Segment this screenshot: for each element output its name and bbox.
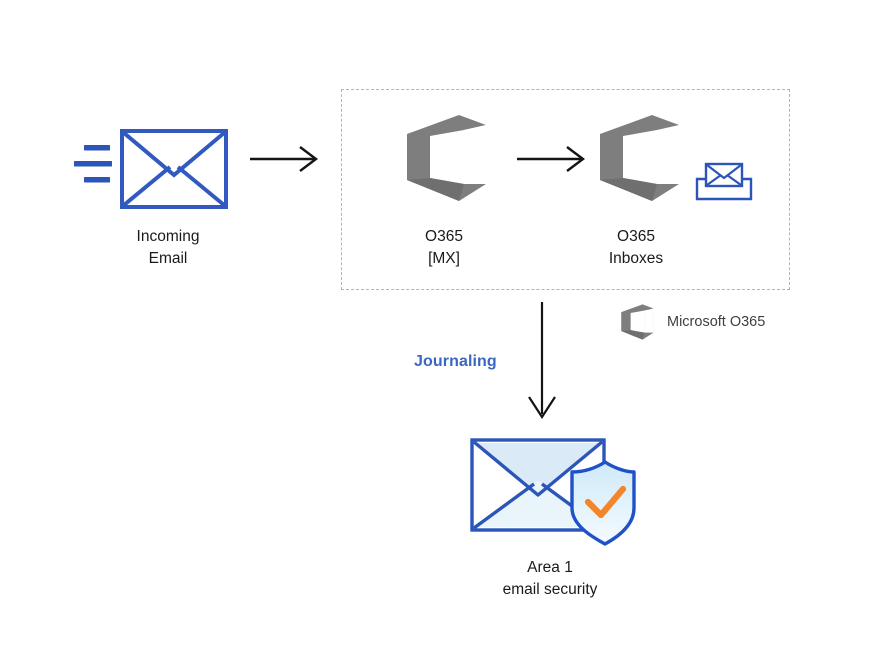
o365-page-shape: [623, 130, 657, 184]
area1-label: Area 1 email security: [502, 559, 598, 598]
shield-shape: [570, 460, 636, 546]
o365-inboxes-label: O365 Inboxes: [608, 228, 664, 267]
arrow-right-icon: [250, 146, 318, 172]
o365-mx-node: [404, 112, 492, 204]
office-365-logo-icon: [600, 115, 679, 201]
tray-envelope-flap: [706, 164, 742, 180]
o365-fold: [657, 125, 679, 184]
check-icon: [584, 485, 627, 519]
connector-mx-to-inboxes: [515, 142, 591, 176]
incoming-email-node: [70, 125, 230, 215]
arrow-head: [299, 146, 318, 172]
arrow-head: [566, 146, 585, 172]
legend-label: Microsoft O365: [667, 314, 766, 330]
connector-inboxes-to-area1: [522, 300, 562, 424]
envelope-icon: [74, 129, 228, 209]
arrow-down-icon: [528, 302, 556, 420]
o365-shadow-wedge: [407, 178, 464, 201]
motion-line-top: [84, 145, 110, 151]
area1-envelope-flap-fill: [475, 443, 601, 495]
area1-envelope-flap: [472, 440, 604, 497]
journaling-label: Journaling: [414, 353, 497, 370]
o365-fold: [644, 308, 654, 333]
tray-envelope-line-left: [706, 174, 722, 186]
o365-inboxes-node: [597, 112, 685, 204]
o365-boundary-zone: [341, 89, 790, 290]
o365-page-shape: [430, 130, 464, 184]
o365-page-shape: [630, 310, 645, 333]
office-365-logo-icon: [621, 304, 654, 340]
tray-envelope-line-right: [726, 174, 742, 186]
inbox-tray-badge: [694, 159, 754, 205]
secure-email-shield-icon: [470, 438, 636, 546]
area1-node: [466, 432, 636, 547]
connector-incoming-to-mx: [248, 142, 324, 176]
envelope-line-right: [176, 165, 226, 207]
o365-shadow-wedge: [621, 330, 645, 340]
o365-mx-label: O365 [MX]: [425, 228, 463, 267]
envelope-line-left: [122, 165, 172, 207]
area1-envelope-bottom-fill: [475, 480, 601, 527]
arrow-head: [528, 396, 556, 420]
motion-line-middle: [74, 161, 112, 167]
legend: Microsoft O365: [620, 303, 765, 341]
o365-shadow-wedge: [600, 178, 657, 201]
office-365-logo-icon: [407, 115, 486, 201]
incoming-email-label: Incoming Email: [136, 228, 200, 267]
motion-line-bottom: [84, 177, 110, 183]
area1-envelope-line-left: [472, 482, 536, 530]
o365-fold: [464, 125, 486, 184]
inbox-tray-icon: [695, 162, 753, 201]
envelope-flap: [122, 131, 226, 178]
arrow-right-icon: [517, 146, 585, 172]
